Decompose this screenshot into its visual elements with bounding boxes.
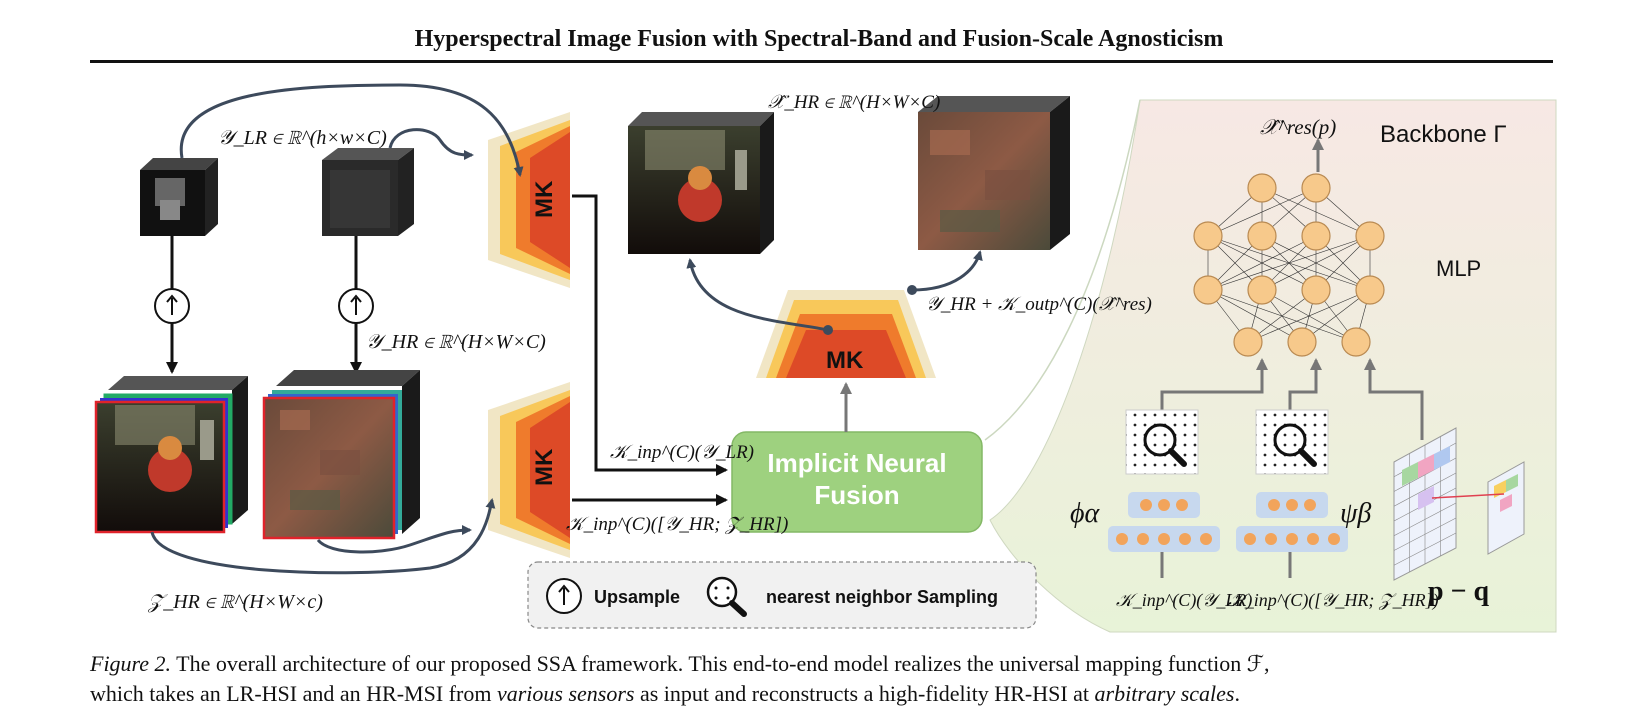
grid-line [1393, 532, 1457, 566]
magnifier-icon [706, 576, 747, 617]
inf-label-line2: Fusion [814, 480, 899, 510]
mlp-edge [1261, 235, 1371, 291]
sampling-grid-right [1255, 409, 1329, 475]
y-lr-label: 𝒴_LR ∈ ℝ^(h×w×C) [218, 127, 387, 149]
hr-city-output-cube [918, 96, 1070, 250]
header-rule [90, 60, 1553, 63]
mk-block-bottom [488, 382, 570, 558]
mlp-node [1301, 173, 1331, 203]
mk-block-center [756, 290, 936, 378]
mlp-node [1233, 327, 1263, 357]
mk-label-top: MK [531, 180, 558, 218]
upsampled-lr-cube [94, 376, 248, 534]
sampling-grid-left [1125, 409, 1199, 475]
backbone-label: Backbone Γ [1380, 121, 1507, 148]
mlp-node [1247, 173, 1277, 203]
mlp-edge [1207, 187, 1317, 237]
mlp-node [1301, 275, 1331, 305]
hr-msi-gray-cube [322, 148, 414, 236]
mlp-edge [1207, 235, 1317, 291]
caption-italic-1: various sensors [496, 681, 635, 706]
legend-box [527, 561, 1037, 629]
mlp-node [1247, 275, 1277, 305]
caption-text-c: as input and reconstructs a high-fidelit… [634, 681, 1095, 706]
figure-caption: Figure 2. The overall architecture of ou… [90, 649, 1560, 709]
legend-nn-text: nearest neighbor Sampling [766, 587, 998, 607]
magnifier-icon [1143, 423, 1187, 467]
phi-label: ϕα [1070, 498, 1100, 529]
mlp-edge [1207, 235, 1371, 291]
x-hr-hat-label: 𝒳̂_HR ∈ ℝ^(H×W×C) [768, 92, 940, 113]
mk-label-bottom: MK [531, 448, 558, 486]
magnifier-icon [1273, 423, 1317, 467]
grid-line [1393, 517, 1457, 551]
mlp-node [1355, 221, 1385, 251]
encoder-psi [1236, 492, 1348, 552]
architecture-figure: 𝒴_LR ∈ ℝ^(h×w×C) 𝒴_HR ∈ ℝ^(H×W×C) 𝒵_HR ∈… [94, 83, 1557, 633]
upsample-icon [338, 288, 374, 324]
mlp-node [1247, 221, 1277, 251]
z-hr-label: 𝒵_HR ∈ ℝ^(H×W×c) [147, 591, 323, 613]
mlp-node [1193, 221, 1223, 251]
mlp-node [1287, 327, 1317, 357]
coordinate-grid-small [1487, 461, 1525, 555]
k-inp-yz-label: 𝒦_inp^(C)([𝒴_HR; 𝒵_HR]) [566, 514, 788, 535]
x-res-p-label: 𝒳̂^res(p) [1260, 115, 1336, 139]
caption-italic-2: arbitrary scales [1094, 681, 1235, 706]
caption-text-a: The overall architecture of our proposed… [171, 651, 1270, 676]
grid-line [1393, 502, 1457, 537]
caption-text-b: which takes an LR-HSI and an HR-MSI from [90, 681, 497, 706]
hr-hsi-output-cube [628, 112, 774, 254]
mlp-label: MLP [1436, 256, 1481, 281]
k-inp-ylr-bottom-label: 𝒦_inp^(C)(𝒴_LR) [1116, 590, 1252, 611]
mlp-edge [1247, 289, 1371, 343]
mlp-input-arrows [1160, 358, 1424, 578]
implicit-neural-fusion-box [731, 431, 983, 533]
mlp-node [1341, 327, 1371, 357]
mk-block-top [488, 112, 570, 288]
legend-upsample-text: Upsample [594, 587, 680, 607]
mlp-nodes [1193, 173, 1385, 357]
caption-text-d: . [1234, 681, 1240, 706]
inf-input-arrows [572, 194, 728, 506]
offset-vector [1431, 493, 1505, 499]
k-inp-ylr-label: 𝒦_inp^(C)(𝒴_LR) [610, 442, 754, 463]
lr-hsi-cube [140, 158, 218, 236]
inf-label-line1: Implicit Neural [767, 448, 946, 478]
coordinate-grid-large [1393, 427, 1457, 581]
psi-label: ψβ [1340, 498, 1371, 529]
caption-figure-ref: Figure 2. [90, 651, 172, 676]
p-minus-q-label: p − q [1428, 576, 1490, 607]
upsample-icon [154, 288, 190, 324]
mlp-node [1193, 275, 1223, 305]
y-hr-plus-label: 𝒴_HR + 𝒦_outp^(C)(𝒳̂^res) [926, 294, 1152, 315]
page-title: Hyperspectral Image Fusion with Spectral… [414, 26, 1224, 52]
upsample-icon [546, 578, 582, 614]
grid-line [1393, 472, 1457, 507]
flow-arrows [150, 83, 983, 575]
encoder-phi [1108, 492, 1220, 552]
mlp-node [1355, 275, 1385, 305]
y-hr-label: 𝒴_HR ∈ ℝ^(H×W×C) [366, 331, 546, 353]
k-inp-yz-bottom-label: 𝒦_inp^(C)([𝒴_HR; 𝒵_HR]) [1228, 590, 1439, 611]
mlp-node [1301, 221, 1331, 251]
mk-label-center: MK [826, 347, 864, 374]
hr-msi-cube [262, 370, 420, 540]
